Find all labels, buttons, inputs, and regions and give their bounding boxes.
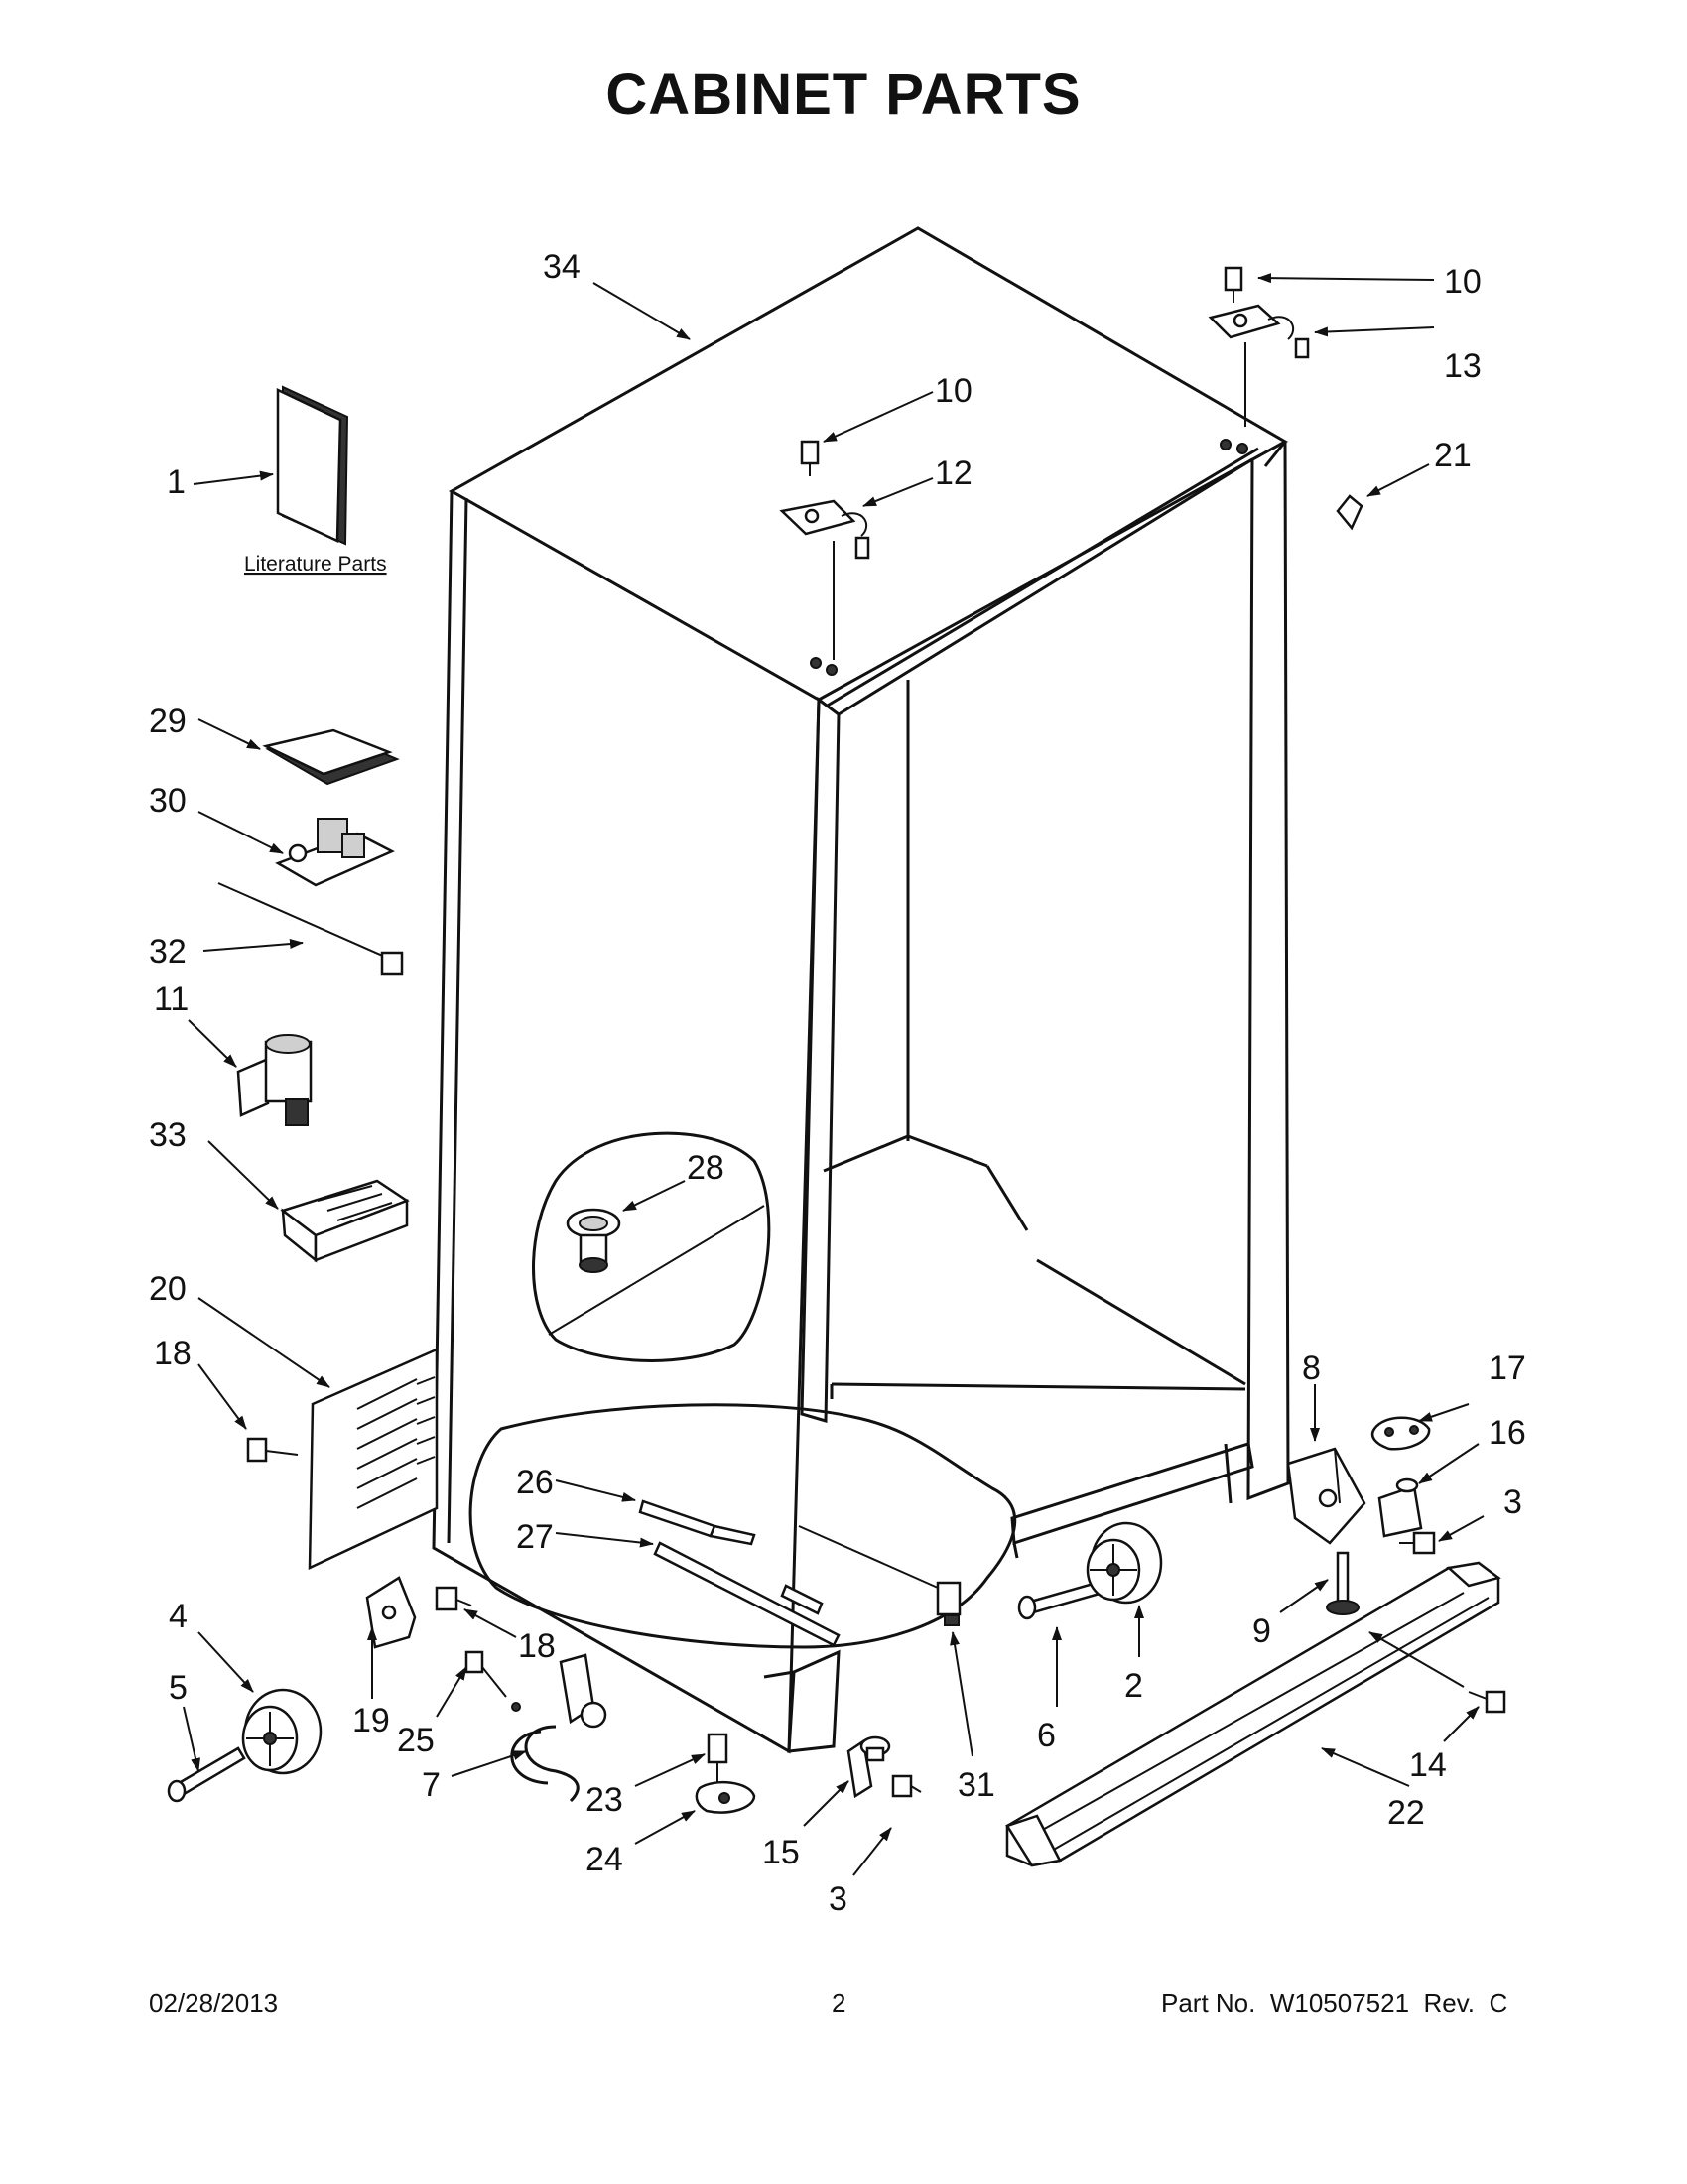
drain-trap — [510, 1653, 607, 1803]
callout-23: 23 — [585, 1781, 623, 1819]
leveling-leg — [1326, 1551, 1360, 1615]
callout-27: 27 — [516, 1518, 554, 1556]
literature-parts-label: Literature Parts — [244, 553, 387, 576]
hinge-screw — [800, 440, 820, 476]
callout-26: 26 — [516, 1464, 554, 1501]
hinge-screw — [1224, 266, 1243, 303]
callout-34: 34 — [543, 248, 581, 286]
screw — [891, 1774, 922, 1798]
callout-33: 33 — [149, 1116, 187, 1154]
roller-axle-left — [167, 1746, 246, 1803]
control-cover — [262, 728, 400, 786]
vent-panel — [308, 1348, 439, 1570]
literature-manual — [276, 385, 349, 546]
callout-20: 20 — [149, 1270, 187, 1308]
door-stop-clip — [1336, 494, 1363, 531]
leveling-plate — [695, 1781, 756, 1814]
callout-18: 18 — [518, 1627, 556, 1665]
screw — [1468, 1690, 1506, 1714]
callout-10: 10 — [1444, 263, 1482, 301]
screw — [246, 1437, 299, 1463]
callout-21: 21 — [1434, 437, 1472, 474]
callout-7: 7 — [422, 1766, 441, 1804]
callout-4: 4 — [169, 1598, 188, 1635]
callout-14: 14 — [1409, 1746, 1447, 1784]
callout-3: 3 — [1503, 1483, 1522, 1521]
dispenser-control — [280, 1179, 410, 1263]
callout-29: 29 — [149, 703, 187, 740]
top-hinge — [1208, 304, 1310, 427]
callout-19: 19 — [352, 1702, 390, 1739]
page-title: CABINET PARTS — [605, 63, 1082, 127]
callout-17: 17 — [1489, 1349, 1526, 1387]
door-hinge-plate — [1370, 1416, 1431, 1451]
callout-22: 22 — [1387, 1794, 1425, 1832]
stop-bracket — [846, 1735, 891, 1799]
callout-31: 31 — [958, 1766, 995, 1804]
callout-30: 30 — [149, 782, 187, 820]
wire-harness — [217, 882, 404, 976]
screw — [464, 1650, 521, 1712]
cabinet-cutout — [532, 1131, 771, 1362]
mounting-screw — [707, 1733, 728, 1786]
screw — [1399, 1531, 1436, 1555]
footer-part-number: Part No. W10507521 Rev. C — [1161, 1989, 1508, 2018]
drain-grommet — [566, 1208, 621, 1273]
callout-13: 13 — [1444, 347, 1482, 385]
bottom-cutout — [468, 1403, 1017, 1649]
callout-10: 10 — [935, 372, 973, 410]
drain-hose — [653, 1541, 841, 1647]
screw — [435, 1586, 472, 1611]
callout-11: 11 — [154, 980, 189, 1018]
callout-6: 6 — [1037, 1717, 1056, 1754]
roller-axle-right — [1017, 1581, 1102, 1620]
callout-5: 5 — [169, 1669, 188, 1707]
water-valve — [236, 1034, 313, 1126]
callout-8: 8 — [1302, 1349, 1321, 1387]
top-hinge — [779, 499, 870, 660]
callout-16: 16 — [1489, 1414, 1526, 1452]
callout-24: 24 — [585, 1841, 623, 1878]
rear-roller — [1086, 1521, 1163, 1605]
callout-28: 28 — [687, 1149, 724, 1187]
callout-2: 2 — [1124, 1667, 1143, 1705]
temperature-sensor — [798, 1525, 962, 1626]
hinge-pin-bracket — [1377, 1477, 1423, 1538]
cabinet-outline — [432, 226, 1290, 1754]
leveler-bracket — [1286, 1447, 1366, 1545]
drain-tube — [638, 1499, 756, 1546]
callout-1: 1 — [167, 463, 186, 501]
callout-9: 9 — [1252, 1612, 1271, 1650]
callout-labels: 34 10 13 10 12 21 1 29 30 32 11 33 28 20… — [149, 248, 1526, 1918]
leader-lines — [183, 273, 1485, 1876]
hinge-bracket — [365, 1576, 417, 1649]
callout-18: 18 — [154, 1335, 192, 1372]
callout-12: 12 — [935, 454, 973, 492]
callout-32: 32 — [149, 933, 187, 970]
callout-25: 25 — [397, 1722, 435, 1759]
front-roller-left — [241, 1688, 323, 1775]
callout-15: 15 — [762, 1834, 800, 1871]
control-board — [275, 818, 395, 887]
callout-3: 3 — [829, 1880, 847, 1918]
footer-date: 02/28/2013 — [149, 1989, 279, 2018]
footer-page-number: 2 — [832, 1989, 846, 2018]
